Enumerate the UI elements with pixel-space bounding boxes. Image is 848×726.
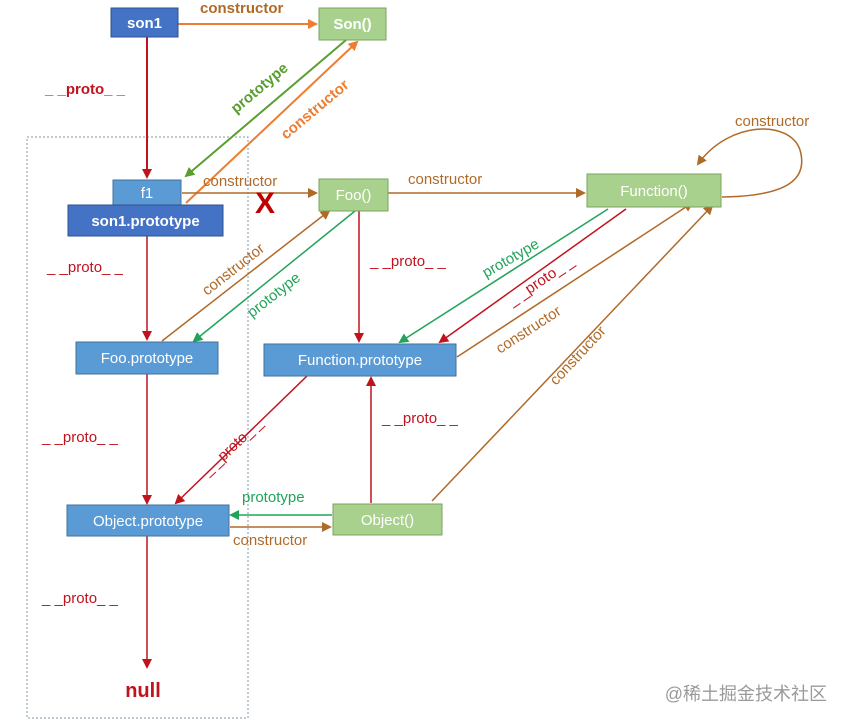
node-label-son-constructor: Son(): [333, 16, 371, 33]
node-object-prototype: Object.prototype: [66, 504, 230, 537]
node-label-f1: f1: [141, 185, 154, 202]
node-son1-prototype: son1.prototype: [67, 204, 224, 237]
edge-label-foo-constructor: constructor: [408, 171, 482, 188]
edge-label-son-prototype: prototype: [228, 60, 292, 117]
invalid-cross-mark: X: [255, 187, 275, 220]
edge-label-f1-constructor: constructor: [203, 173, 277, 190]
node-son-constructor: Son(): [318, 7, 387, 41]
edge-label-object-prototype: prototype: [242, 489, 305, 506]
node-foo-prototype: Foo.prototype: [75, 341, 219, 375]
edge-label-objproto-constructor: constructor: [233, 532, 307, 549]
edge-label-foo-proto: _ _proto_ _: [369, 253, 447, 270]
node-label-son1: son1: [127, 15, 162, 32]
edge-fooproto-proto: _ _proto_ _: [41, 374, 152, 505]
node-label-foo-constructor: Foo(): [336, 187, 372, 204]
edge-function-prototype: prototype: [398, 208, 609, 344]
edge-son1-proto: _ _proto_ _: [44, 37, 152, 179]
edge-label-fooproto-proto: _ _proto_ _: [41, 429, 119, 446]
node-label-function-constructor: Function(): [620, 183, 688, 200]
edge-label-function-prototype: prototype: [480, 235, 543, 281]
node-f1: f1: [112, 179, 182, 207]
node-label-function-prototype: Function.prototype: [298, 352, 422, 369]
edge-objproto-constructor: constructor: [230, 522, 332, 549]
edge-f1-constructor: constructor X: [182, 173, 318, 220]
node-label-son1-prototype: son1.prototype: [91, 213, 199, 230]
edge-object-prototype: prototype: [229, 489, 332, 520]
node-object-constructor: Object(): [332, 503, 443, 536]
edge-label-f1-proto: _ _proto_ _: [46, 259, 124, 276]
edge-objproto-proto: _ _proto_ _: [41, 536, 152, 669]
edge-label-son1-constructor: constructor: [200, 0, 284, 17]
edge-objectctor-proto: _ _proto_ _: [366, 376, 459, 503]
node-label-object-prototype: Object.prototype: [93, 513, 203, 530]
edge-label-son-constructor: constructor: [278, 76, 353, 143]
node-label-foo-prototype: Foo.prototype: [101, 350, 194, 367]
edge-function-self-constructor: constructor: [696, 113, 809, 198]
edge-label-objproto-proto: _ _proto_ _: [41, 590, 119, 607]
edge-son1-constructor: constructor: [178, 0, 318, 29]
node-function-constructor: Function(): [586, 173, 722, 208]
node-function-prototype: Function.prototype: [263, 343, 457, 377]
edge-objectctor-constructor: constructor: [431, 204, 714, 502]
edge-funcproto-constructor: constructor: [456, 201, 694, 358]
edge-label-funcproto-proto: _ _proto_ _: [198, 414, 266, 479]
node-son1: son1: [110, 7, 179, 38]
watermark: @稀土掘金技术社区: [665, 684, 827, 704]
edge-label-objectctor-constructor: constructor: [546, 323, 609, 389]
node-label-object-constructor: Object(): [361, 512, 414, 529]
edge-label-function-self-constructor: constructor: [735, 113, 809, 130]
edge-foo-proto: _ _proto_ _: [354, 211, 447, 343]
edge-f1-proto: _ _proto_ _: [46, 236, 152, 341]
node-foo-constructor: Foo(): [318, 178, 389, 212]
node-null: null: [125, 680, 161, 702]
edge-label-objectctor-proto: _ _proto_ _: [381, 410, 459, 427]
son1-chain-group-box: [26, 136, 249, 719]
edge-funcproto-proto: _ _proto_ _: [174, 375, 308, 505]
edge-foo-constructor: constructor: [388, 171, 586, 198]
edge-label-son1-proto: _ _proto_ _: [44, 81, 126, 98]
